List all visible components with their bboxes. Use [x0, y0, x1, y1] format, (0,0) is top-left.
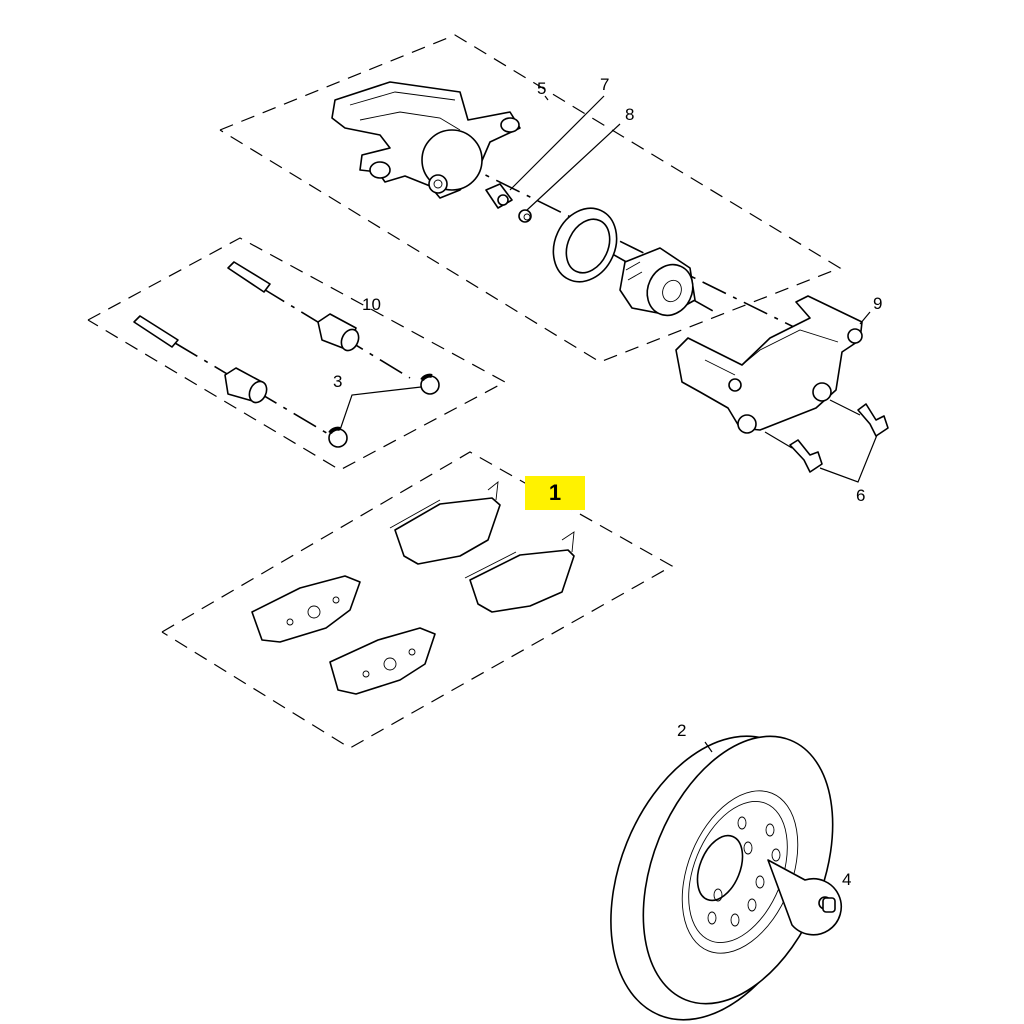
bleed-screw [485, 183, 513, 209]
piston [619, 247, 696, 317]
disc-holes [707, 816, 781, 927]
guide-pin-group-frame [87, 237, 507, 471]
brake-disc [610, 735, 834, 1021]
callout-10[interactable]: 10 [362, 295, 381, 314]
callout-3[interactable]: 3 [333, 372, 343, 391]
pad-group-frame [161, 451, 674, 749]
callout-2[interactable]: 2 [677, 721, 687, 740]
dust-caps [328, 373, 440, 448]
leader-lines [509, 95, 871, 753]
stud-detail [767, 859, 843, 936]
callout-8[interactable]: 8 [625, 105, 635, 124]
callout-4[interactable]: 4 [842, 870, 852, 889]
callout-5[interactable]: 5 [537, 79, 547, 98]
bleed-cap [518, 209, 532, 223]
caliper-carrier [675, 295, 863, 434]
callout-6[interactable]: 6 [856, 486, 866, 505]
caliper-body [331, 81, 521, 199]
callout-1-highlight[interactable]: 1 [525, 476, 585, 510]
piston-seal [552, 207, 618, 283]
callout-9[interactable]: 9 [873, 294, 883, 313]
brake-pads [251, 480, 575, 695]
guide-pins [133, 261, 360, 404]
caliper-group-frame [219, 34, 842, 363]
callout-7[interactable]: 7 [600, 75, 610, 94]
carrier-bolts [764, 399, 889, 483]
